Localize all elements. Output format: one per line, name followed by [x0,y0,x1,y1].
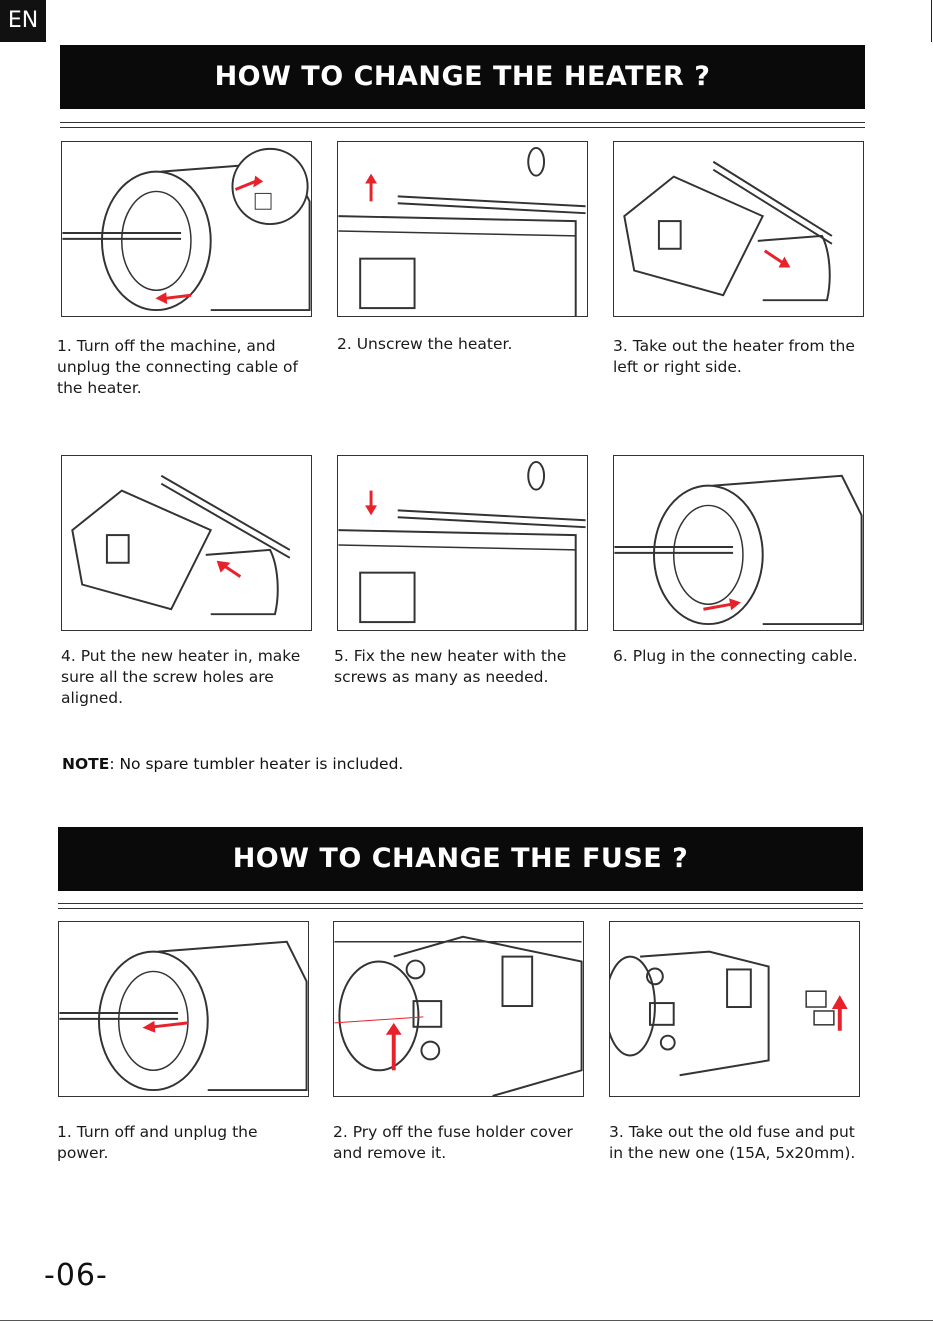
heater-step-4-image [61,455,312,631]
heater-step-2-caption: 2. Unscrew the heater. [337,335,513,353]
heater-step-5-image [337,455,588,631]
heater-step-5-caption: 5. Fix the new heater with the screws as… [334,647,567,686]
divider [60,122,865,123]
heater-step-4-caption: 4. Put the new heater in, make sure all … [61,647,301,707]
fuse-step-1-caption: 1. Turn off and unplug the power. [57,1123,258,1162]
heater-step-3-caption: 3. Take out the heater from the left or … [613,337,855,376]
fuse-step-2-caption: 2. Pry off the fuse holder cover and rem… [333,1123,573,1162]
heater-step-6-image [613,455,864,631]
heater-step-1-image [61,141,312,317]
heater-step-3-image [613,141,864,317]
note-label: NOTE [62,755,110,773]
divider [60,127,865,128]
divider [58,908,863,909]
divider [58,903,863,904]
fuse-step-2-image [333,921,584,1097]
heater-step-6-caption: 6. Plug in the connecting cable. [613,647,858,665]
corner-line [931,0,932,42]
fuse-step-3-caption: 3. Take out the old fuse and put in the … [609,1123,856,1162]
page-number: -06- [44,1258,108,1293]
note: NOTE: No spare tumbler heater is include… [62,755,403,773]
fuse-step-3-image [609,921,860,1097]
note-text: : No spare tumbler heater is included. [109,755,404,773]
fuse-step-1-image [58,921,309,1097]
heater-section-title: HOW TO CHANGE THE HEATER ? [60,45,865,109]
language-badge: EN [0,0,46,42]
heater-step-2-image [337,141,588,317]
bottom-line [0,1320,933,1321]
heater-step-1-caption: 1. Turn off the machine, and unplug the … [57,337,298,397]
fuse-section-title: HOW TO CHANGE THE FUSE ? [58,827,863,891]
